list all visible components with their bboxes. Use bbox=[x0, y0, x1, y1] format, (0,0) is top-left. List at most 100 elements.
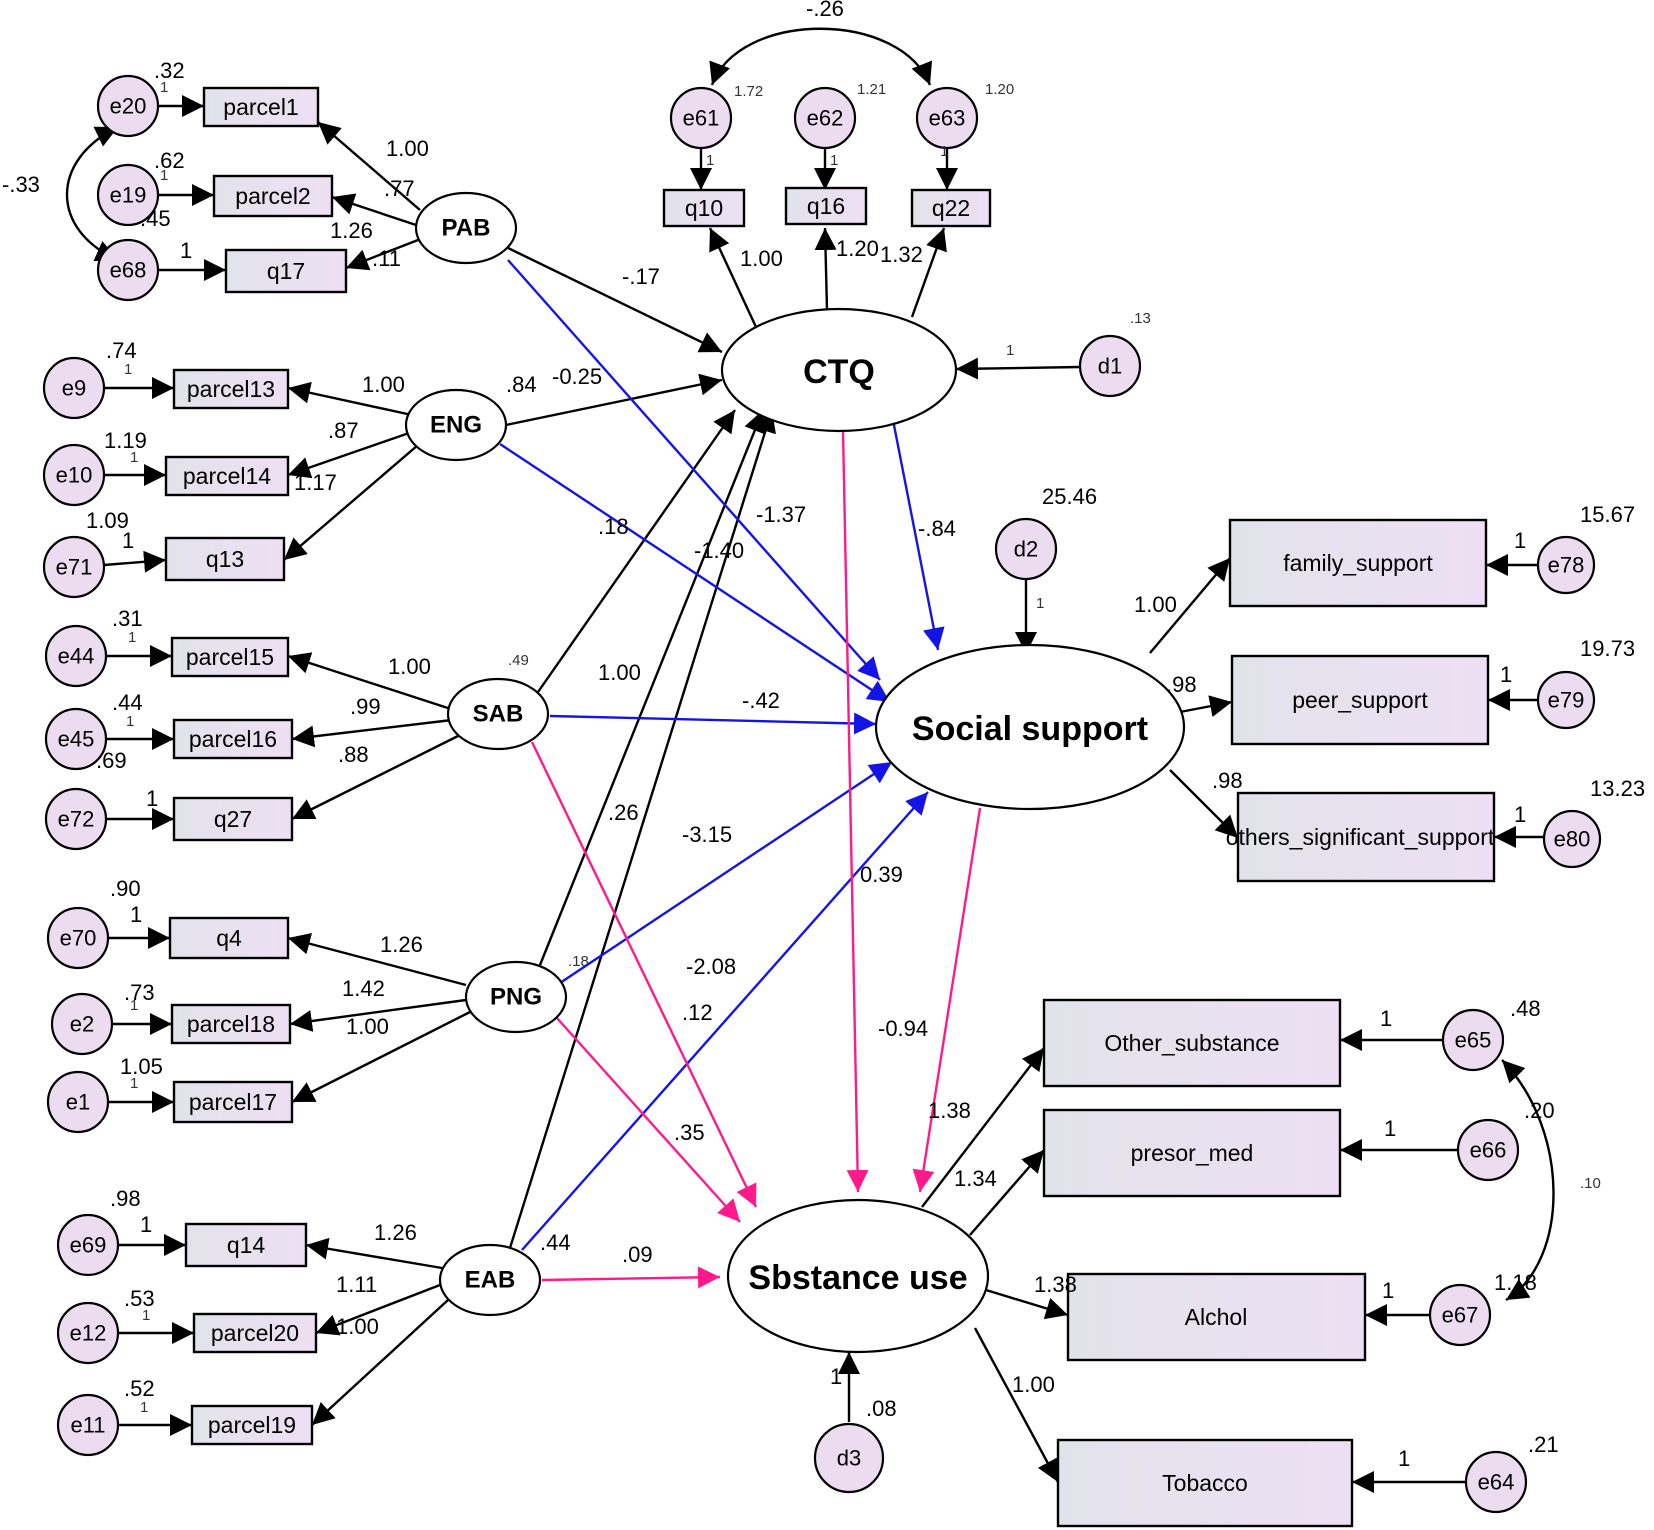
edge-label: .48 bbox=[1510, 996, 1541, 1021]
node-q10: q10 bbox=[662, 188, 746, 228]
edge-label: .35 bbox=[674, 1120, 705, 1145]
node-label: e9 bbox=[62, 376, 86, 401]
node-label: e72 bbox=[58, 807, 95, 832]
node-parcel19: parcel19 bbox=[190, 1404, 314, 1446]
sab-to-parcel16 bbox=[291, 718, 453, 748]
social-to-others bbox=[1169, 769, 1239, 839]
node-alchol: Alchol bbox=[1066, 1272, 1367, 1362]
node-e9: e9 bbox=[42, 356, 106, 420]
edge-label: .49 bbox=[508, 652, 529, 669]
node-label: parcel1 bbox=[223, 94, 298, 120]
node-pab: PAB bbox=[414, 191, 518, 265]
node-label: e70 bbox=[60, 926, 97, 951]
node-label: family_support bbox=[1283, 550, 1433, 576]
edge-label: 1.09 bbox=[86, 508, 129, 533]
edge-label: 19.73 bbox=[1580, 636, 1635, 661]
edge-label: .77 bbox=[384, 176, 415, 201]
node-parcel13: parcel13 bbox=[172, 368, 290, 410]
edge-label: 1 bbox=[1380, 1006, 1392, 1031]
node-label: q27 bbox=[214, 806, 252, 832]
edge-label: .74 bbox=[106, 338, 137, 363]
node-parcel15: parcel15 bbox=[170, 636, 290, 678]
node-e61: e61 bbox=[669, 86, 733, 150]
node-png: PNG bbox=[464, 960, 568, 1034]
edge-label: 1 bbox=[130, 1075, 138, 1092]
node-e2: e2 bbox=[50, 992, 114, 1056]
edge-label: .12 bbox=[682, 1000, 713, 1025]
node-parcel16: parcel16 bbox=[172, 718, 294, 760]
edge-label: -.33 bbox=[2, 172, 40, 197]
node-q14: q14 bbox=[184, 1222, 308, 1268]
node-q22: q22 bbox=[910, 188, 992, 228]
png-to-social bbox=[559, 761, 893, 984]
node-label: e44 bbox=[58, 644, 95, 669]
node-social-support: Social support bbox=[874, 643, 1186, 811]
edge-label: 1.00 bbox=[388, 654, 431, 679]
edge-label: 1 bbox=[128, 629, 136, 646]
node-label: Social support bbox=[912, 710, 1148, 748]
png-to-q4 bbox=[287, 932, 467, 987]
edge-label: 1 bbox=[130, 902, 142, 927]
node-e12: e12 bbox=[56, 1301, 120, 1365]
node-label: parcel18 bbox=[187, 1011, 275, 1037]
node-e67: e67 bbox=[1428, 1283, 1492, 1347]
node-parcel20: parcel20 bbox=[192, 1312, 318, 1354]
node-label: SAB bbox=[473, 701, 524, 728]
node-label: EAB bbox=[465, 1267, 516, 1294]
edge-label: 1.00 bbox=[1134, 592, 1177, 617]
node-label: Tobacco bbox=[1162, 1470, 1248, 1496]
png-to-parcel18 bbox=[289, 998, 467, 1032]
ctq-to-q16 bbox=[814, 227, 837, 311]
ctq-to-q22 bbox=[910, 227, 947, 318]
node-label: q17 bbox=[267, 258, 305, 284]
edge-label: -.17 bbox=[622, 264, 660, 289]
edge-label: .44 bbox=[112, 690, 143, 715]
eab-to-parcel19 bbox=[311, 1299, 449, 1426]
edge-label: 1 bbox=[1500, 662, 1512, 687]
edge-label: .32 bbox=[154, 58, 185, 83]
sab-to-q27 bbox=[291, 733, 461, 821]
node-label: ENG bbox=[430, 412, 482, 439]
node-q16: q16 bbox=[784, 186, 868, 226]
edge-label: 1.26 bbox=[374, 1220, 417, 1245]
edge-label: 1.18 bbox=[1494, 1270, 1537, 1295]
edge-label: .10 bbox=[1580, 1175, 1601, 1192]
node-label: presor_med bbox=[1131, 1140, 1254, 1166]
node-label: Other_substance bbox=[1104, 1030, 1279, 1056]
edge-label: 1 bbox=[940, 143, 948, 160]
edge-label: 1.19 bbox=[104, 428, 147, 453]
cov-e65-e67 bbox=[1501, 1059, 1555, 1302]
edge-label: 1 bbox=[160, 79, 168, 96]
node-label: e20 bbox=[110, 94, 147, 119]
edge-label: 1 bbox=[830, 1364, 842, 1389]
edge-label: .88 bbox=[338, 742, 369, 767]
edge-label: 1 bbox=[1398, 1446, 1410, 1471]
sab-to-parcel15 bbox=[287, 652, 455, 712]
pab-to-social bbox=[507, 259, 881, 681]
edge-label: .09 bbox=[622, 1242, 653, 1267]
edge-label: 1 bbox=[706, 152, 714, 169]
node-d3: d3 bbox=[813, 1422, 885, 1494]
node-label: e12 bbox=[70, 1321, 107, 1346]
node-parcel2: parcel2 bbox=[212, 174, 334, 218]
edge-label: .18 bbox=[568, 953, 589, 970]
node-label: peer_support bbox=[1292, 687, 1428, 713]
edge-label: .98 bbox=[1212, 768, 1243, 793]
node-label: parcel14 bbox=[183, 463, 271, 489]
eng-to-social bbox=[499, 442, 891, 704]
node-parcel14: parcel14 bbox=[164, 455, 290, 497]
node-label: PAB bbox=[442, 215, 491, 242]
node-label: e79 bbox=[1548, 688, 1585, 713]
edge-label: 1.26 bbox=[380, 932, 423, 957]
edge-label: .11 bbox=[372, 246, 401, 271]
edge-label: 1.05 bbox=[120, 1054, 163, 1079]
node-label: e80 bbox=[1554, 827, 1591, 852]
edge-label: .13 bbox=[1130, 310, 1151, 327]
ctq-to-substance bbox=[841, 429, 869, 1193]
edge-label: .44 bbox=[540, 1230, 571, 1255]
node-label: e68 bbox=[110, 258, 147, 283]
node-e19: e19 bbox=[96, 163, 160, 227]
pab-to-parcel1 bbox=[317, 121, 421, 211]
edge-label: 1.72 bbox=[734, 83, 763, 100]
